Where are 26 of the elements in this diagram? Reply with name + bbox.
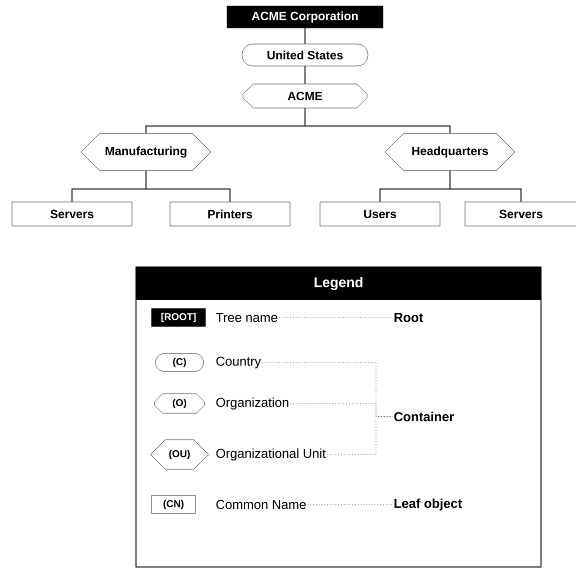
connector-line	[326, 416, 393, 455]
connector-line	[304, 66, 306, 84]
connector-line	[450, 170, 522, 202]
organization-box: ACME	[242, 84, 368, 108]
unit-hexagon: Headquarters	[384, 133, 516, 171]
legend-description: Organizational Unit	[216, 448, 326, 461]
connector-line	[307, 504, 393, 505]
connector-line	[278, 317, 393, 318]
connector-line	[304, 28, 306, 44]
legend-description: Tree name	[216, 312, 278, 322]
unit-hexagon: Manufacturing	[80, 133, 212, 171]
legend-category: Leaf object	[394, 498, 462, 511]
leaf-box: Servers	[12, 202, 132, 226]
leaf-box: Printers	[170, 202, 290, 226]
legend-description: Country	[216, 356, 262, 368]
leaf-box: Servers	[464, 202, 576, 226]
connector-line	[304, 108, 450, 134]
country-box: United States	[242, 44, 368, 66]
connector-line	[146, 170, 230, 202]
legend-category: Root	[394, 312, 424, 322]
connector-line	[290, 403, 393, 417]
root-box: ACME Corporation	[226, 6, 384, 28]
legend-category: Container	[394, 412, 454, 422]
legend-description: Common Name	[216, 500, 306, 510]
legend-description: Organization	[216, 397, 288, 410]
leaf-box: Users	[320, 202, 440, 226]
